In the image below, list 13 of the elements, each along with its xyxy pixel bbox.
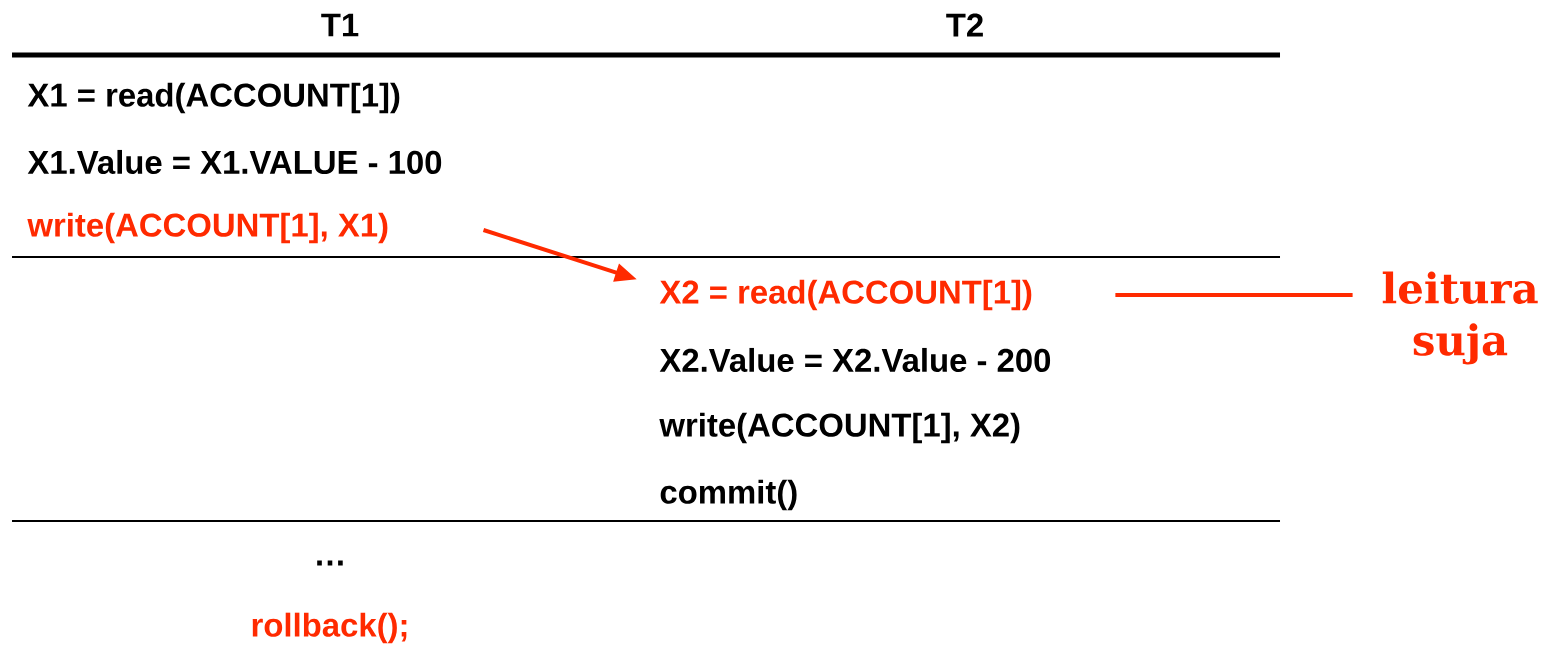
ellipsis: …: [317, 560, 343, 566]
statement-text: X2 = read(ACCOUNT[1]): [659, 279, 1032, 311]
leader-line: [1115, 293, 1353, 297]
statement-text: X2.Value = X2.Value - 200: [659, 347, 1051, 373]
statement-text: write(ACCOUNT[1], X1): [27, 212, 388, 244]
statement-text: commit(): [660, 479, 797, 511]
column-header: T2: [946, 13, 983, 37]
statement-text: X1 = read(ACCOUNT[1]): [27, 82, 400, 114]
column-header: T1: [321, 13, 359, 37]
statement-text: X1.Value = X1.VALUE - 100: [27, 149, 442, 175]
statement-text: rollback();: [252, 612, 407, 644]
statement-text: write(ACCOUNT[1], X2): [659, 412, 1020, 444]
note-text: leitura suja: [1382, 271, 1538, 365]
